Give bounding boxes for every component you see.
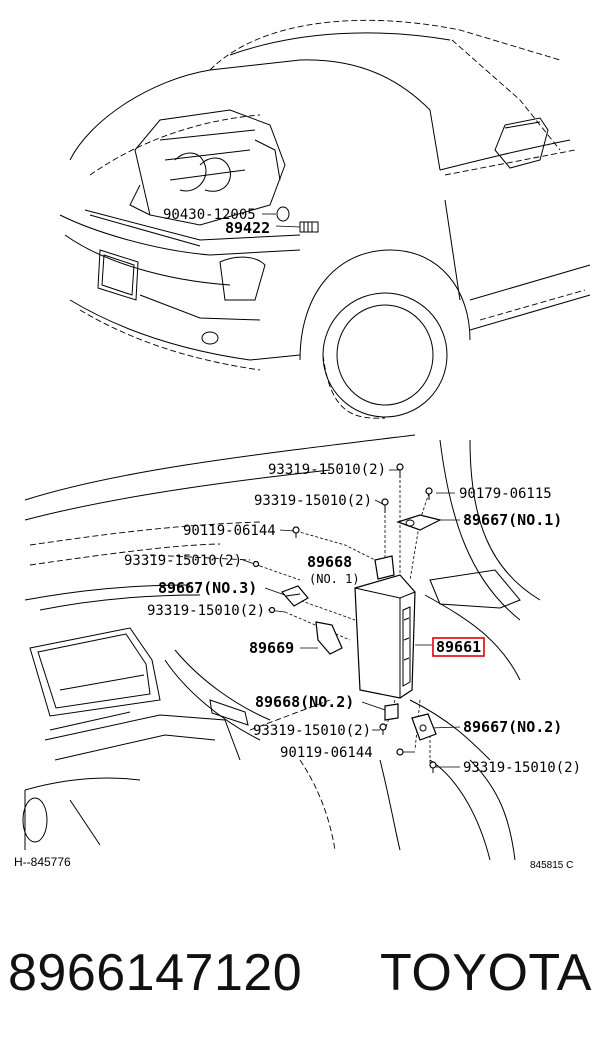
bracket-89669 xyxy=(315,621,343,655)
figure-ref-left: H--845776 xyxy=(14,855,71,869)
sensor-89422 xyxy=(276,206,319,233)
fog-light xyxy=(201,331,219,345)
brand-name: TOYOTA xyxy=(380,944,592,1002)
callout-89667-no3: 89667(NO.3) xyxy=(158,579,257,597)
ecu-89661 xyxy=(354,574,416,699)
part-number: 8966147120 xyxy=(8,944,303,1002)
side-mirror xyxy=(494,117,549,169)
callout-93319-15010-e: 93319-15010(2) xyxy=(253,723,371,739)
bracket-89667-no3 xyxy=(280,585,309,607)
callout-89668-no1: 89668 xyxy=(307,553,352,571)
license-plate xyxy=(97,249,139,301)
dashboard-illustration xyxy=(22,434,541,861)
callout-93319-15010-b: 93319-15010(2) xyxy=(254,493,372,509)
callout-93319-15010-f: 93319-15010(2) xyxy=(463,760,581,776)
bracket-89668-no1 xyxy=(374,555,395,580)
callout-89667-no1: 89667(NO.1) xyxy=(463,511,562,529)
callout-93319-15010-c: 93319-15010(2) xyxy=(124,553,242,569)
bracket-89667-no1 xyxy=(396,514,442,531)
instrument-cluster xyxy=(29,627,161,717)
callout-89668-no1-sub: (NO. 1) xyxy=(309,572,360,586)
callout-90119-06144-a: 90119-06144 xyxy=(183,523,276,539)
car-front-illustration xyxy=(59,19,591,419)
callout-89668-no2: 89668(NO.2) xyxy=(255,693,354,711)
bracket-89668-no2 xyxy=(384,703,399,721)
callout-89422: 89422 xyxy=(225,219,270,237)
callout-89661: 89661 xyxy=(436,638,481,656)
part-caption: 8966147120 TOYOTA xyxy=(8,935,592,1011)
engine-block xyxy=(129,109,286,226)
callout-89667-no2: 89667(NO.2) xyxy=(463,718,562,736)
bolts xyxy=(252,463,437,773)
callout-90119-06144-b: 90119-06144 xyxy=(280,745,373,761)
callout-89661-highlight xyxy=(432,637,485,657)
callout-89669: 89669 xyxy=(249,639,294,657)
front-wheel xyxy=(299,249,471,419)
callout-90430-12005: 90430-12005 xyxy=(163,207,256,223)
parts-diagram: 90430-12005 89422 xyxy=(14,19,591,871)
bracket-89667-no2 xyxy=(411,713,437,741)
callout-90179-06115: 90179-06115 xyxy=(459,486,552,502)
callout-93319-15010-a: 93319-15010(2) xyxy=(268,462,386,478)
callout-93319-15010-d: 93319-15010(2) xyxy=(147,603,265,619)
figure-ref-right: 845815 C xyxy=(530,860,573,871)
